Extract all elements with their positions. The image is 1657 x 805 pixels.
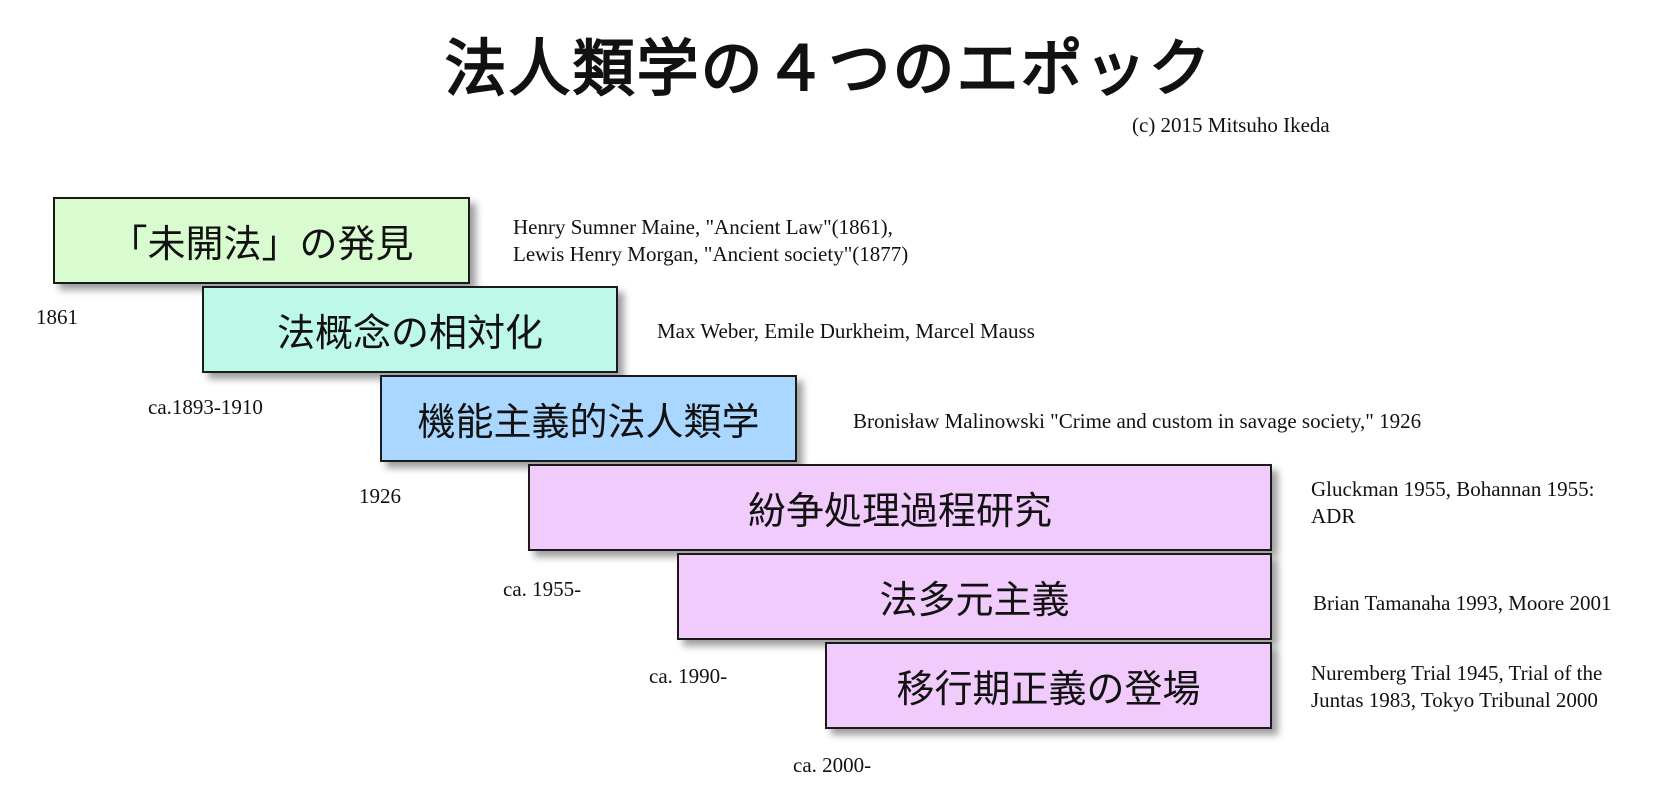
epoch-year-2: ca.1893-1910: [148, 395, 263, 419]
epoch-notes-4: Gluckman 1955, Bohannan 1955: ADR: [1311, 476, 1594, 530]
epoch-year-3: 1926: [359, 484, 401, 508]
epoch-note-6-line-1: Nuremberg Trial 1945, Trial of the: [1311, 661, 1603, 685]
diagram-title: 法人類学の４つのエポック: [444, 32, 1213, 105]
epoch-year-5: ca. 1990-: [649, 664, 728, 688]
epoch-note-6-line-2: Juntas 1983, Tokyo Tribunal 2000: [1311, 688, 1598, 712]
epoch-note-4-line-1: Gluckman 1955, Bohannan 1955:: [1311, 477, 1595, 501]
epoch-note-2-line-1: Max Weber, Emile Durkheim, Marcel Mauss: [657, 319, 1035, 343]
epoch-notes-1: Henry Sumner Maine, "Ancient Law"(1861),…: [513, 214, 908, 268]
epoch-year-4: ca. 1955-: [503, 577, 582, 601]
epoch-year-1: 1861: [36, 305, 78, 329]
epoch-note-5-line-1: Brian Tamanaha 1993, Moore 2001: [1313, 591, 1612, 615]
epoch-note-1-line-2: Lewis Henry Morgan, "Ancient society"(18…: [513, 242, 909, 266]
epoch-block-5: 法多元主義: [677, 553, 1272, 640]
epoch-notes-3: Bronisław Malinowski "Crime and custom i…: [853, 408, 1421, 435]
epoch-notes-5: Brian Tamanaha 1993, Moore 2001: [1313, 590, 1612, 617]
epoch-note-3-line-1: Bronisław Malinowski "Crime and custom i…: [853, 409, 1422, 433]
epoch-block-1: 「未開法」の発見: [53, 197, 470, 284]
epoch-notes-6: Nuremberg Trial 1945, Trial of the Junta…: [1311, 660, 1602, 714]
copyright-note: (c) 2015 Mitsuho Ikeda: [1132, 113, 1330, 137]
epoch-block-6: 移行期正義の登場: [825, 642, 1272, 729]
epoch-note-4-line-2: ADR: [1311, 504, 1356, 528]
epoch-block-3: 機能主義的法人類学: [380, 375, 797, 462]
epoch-block-2: 法概念の相対化: [202, 286, 618, 373]
epoch-notes-2: Max Weber, Emile Durkheim, Marcel Mauss: [657, 318, 1035, 345]
epoch-block-4: 紛争処理過程研究: [528, 464, 1272, 551]
epoch-note-1-line-1: Henry Sumner Maine, "Ancient Law"(1861),: [513, 215, 893, 239]
epoch-year-6: ca. 2000-: [793, 753, 872, 777]
